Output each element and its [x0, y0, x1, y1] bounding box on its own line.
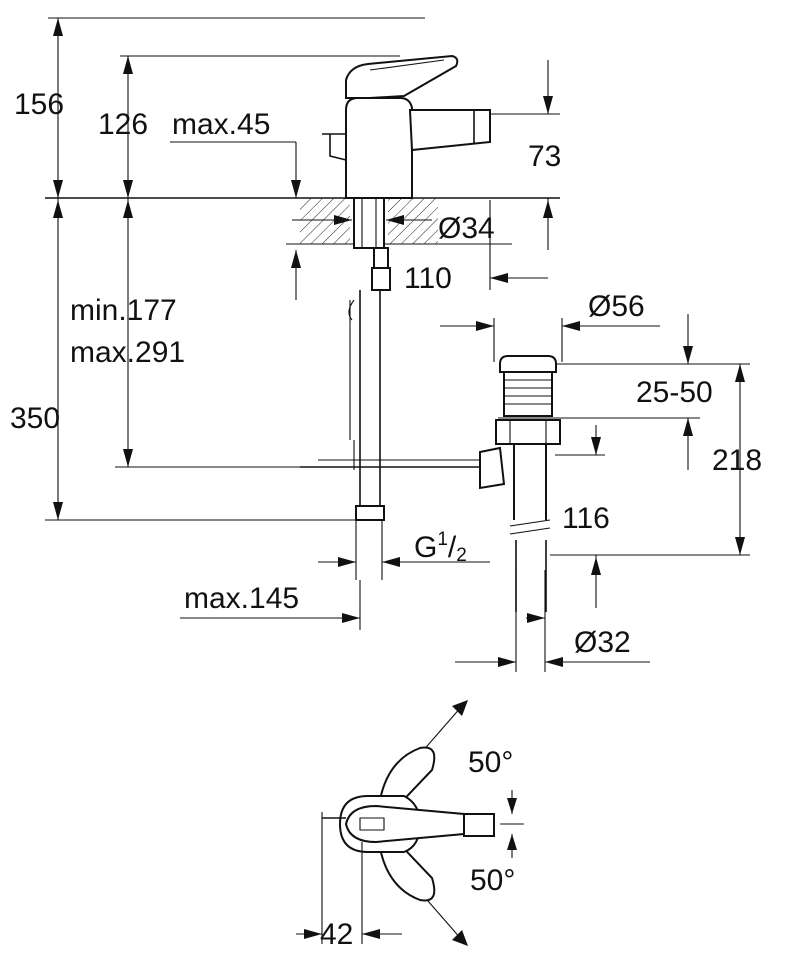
dim-dia56: Ø56 [588, 290, 645, 323]
dim-110: 110 [404, 262, 452, 295]
dim-min177: min.177 [70, 294, 177, 327]
dimension-lines [45, 17, 750, 672]
dim-max45: max.45 [172, 108, 271, 141]
thread-slash: / [447, 531, 457, 564]
dim-max291: max.291 [70, 336, 186, 369]
dim-116: 116 [562, 502, 610, 535]
dim-max145: max.145 [184, 582, 300, 615]
thread-denominator: 2 [456, 545, 467, 566]
dim-25-50: 25-50 [636, 376, 713, 409]
angle-bottom: 50° [470, 864, 516, 897]
pop-up-waste [300, 355, 561, 612]
dim-73: 73 [528, 140, 562, 173]
angle-top: 50° [468, 746, 514, 779]
deck-hatching [300, 198, 438, 244]
dim-218: 218 [712, 444, 763, 477]
dim-42: 42 [320, 918, 354, 951]
dim-dia32: Ø32 [574, 626, 631, 659]
faucet-side-view [322, 54, 491, 521]
dim-dia34: Ø34 [438, 212, 495, 245]
thread-numerator: 1 [437, 529, 448, 550]
dim-126: 126 [98, 108, 149, 141]
thread-g: G [414, 531, 438, 564]
dim-156: 156 [14, 88, 65, 121]
faucet-top-view [296, 700, 524, 946]
dim-350: 350 [10, 402, 61, 435]
dim-thread: G1/2 [414, 530, 467, 565]
